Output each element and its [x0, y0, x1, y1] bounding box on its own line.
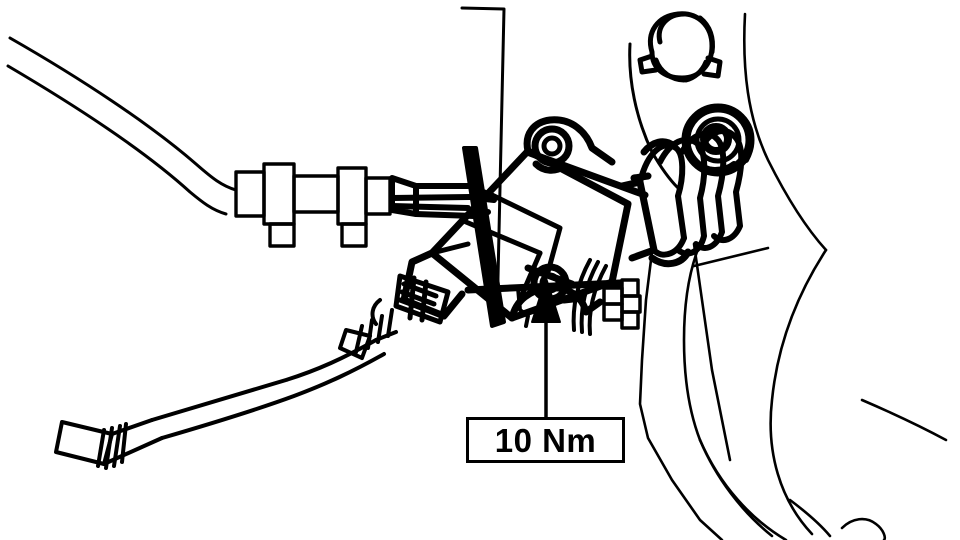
torque-callout-label: 10 Nm	[494, 421, 597, 459]
retaining-clip	[637, 11, 723, 83]
upper-leader-line	[460, 6, 506, 324]
bracket-hook-detail	[516, 286, 530, 328]
bleed-hose-fitting	[338, 308, 398, 360]
clip-mount-arm	[628, 42, 680, 190]
pipe-union-fittings	[234, 162, 392, 248]
upper-mounting-bolt	[531, 125, 573, 167]
bracket-bar	[462, 146, 506, 328]
bleeder-screw	[393, 273, 451, 325]
torque-callout-box: 10 Nm	[466, 417, 625, 463]
pushrod-eyelet	[681, 103, 755, 177]
pedal-bracket-outline	[638, 12, 948, 540]
spring-clip-bolt	[602, 278, 642, 330]
spring-clip	[571, 258, 608, 336]
bleed-hose-rod-end	[54, 418, 164, 470]
panel-contour-lower-left	[698, 438, 788, 540]
upper-mounting-ear	[523, 116, 616, 174]
hydraulic-pipe	[6, 36, 238, 216]
bracket-arm	[389, 194, 497, 211]
callout-arrow-head	[531, 277, 561, 323]
bleed-hose	[150, 338, 386, 440]
torque-callout-leader	[531, 277, 561, 419]
bleeder-nipple	[370, 298, 382, 326]
